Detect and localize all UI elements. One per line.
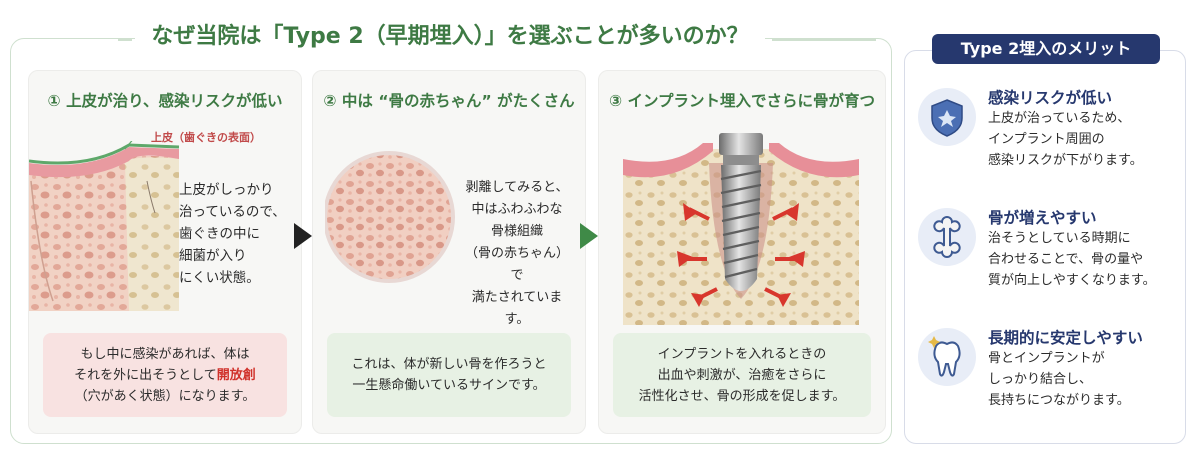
panel-3-note: インプラントを入れるときの 出血や刺激が、治癒をさらに 活性化させ、骨の形成を促… bbox=[613, 333, 871, 417]
desc-line: 上皮がしっかり bbox=[179, 182, 274, 198]
note-line: 出血や刺激が、治癒をさらに bbox=[657, 367, 827, 383]
merit-line: 質が向上しやすくなります。 bbox=[988, 273, 1156, 288]
merit-text: 骨とインプラントが しっかり結合し、 長持ちにつながります。 bbox=[988, 348, 1130, 411]
panel-1-note: もし中に感染があれば、体は それを外に出そうとして開放創 （穴があく状態）になり… bbox=[43, 333, 287, 417]
panel-epithelium: ① 上皮が治り、感染リスクが低い 上皮（歯ぐきの表面） 上皮がしっかり bbox=[28, 70, 302, 434]
merit-line: しっかり結合し、 bbox=[988, 372, 1093, 387]
desc-line: 満たされています。 bbox=[471, 290, 563, 327]
merit-head: 感染リスクが低い bbox=[988, 89, 1113, 107]
note-line: インプラントを入れるときの bbox=[657, 346, 827, 362]
merit-badge: Type 2埋入のメリット bbox=[932, 34, 1160, 64]
gum-bone-illustration bbox=[29, 141, 180, 311]
note-line: 活性化させ、骨の形成を促します。 bbox=[638, 388, 846, 404]
merit-line: 骨とインプラントが bbox=[988, 351, 1105, 366]
panel-bone-baby: ② 中は “骨の赤ちゃん” がたくさん 剥離してみると、 中はふわふわな 骨様組… bbox=[312, 70, 586, 434]
bone-icon bbox=[918, 208, 976, 266]
panel-1-title: ① 上皮が治り、感染リスクが低い bbox=[47, 92, 283, 110]
desc-line: 歯ぐきの中に bbox=[179, 226, 260, 242]
desc-line: にくい状態。 bbox=[179, 270, 260, 286]
merit-line: 長持ちにつながります。 bbox=[988, 393, 1130, 408]
title-rule-left bbox=[118, 39, 132, 41]
epithelium-label: 上皮（歯ぐきの表面） bbox=[151, 131, 261, 144]
panel-2-note: これは、体が新しい骨を作ろうと 一生懸命働いているサインです。 bbox=[327, 333, 571, 417]
main-title: なぜ当院は「Type 2（早期埋入）」を選ぶことが多いのか？ bbox=[135, 24, 765, 49]
shield-icon bbox=[918, 88, 976, 146]
tooth-icon bbox=[918, 328, 976, 386]
merit-item-infection: 感染リスクが低い 上皮が治っているため、 インプラント周囲の 感染リスクが下がり… bbox=[918, 86, 1182, 168]
desc-line: 剥離してみると、 bbox=[465, 180, 569, 195]
merit-head: 骨が増えやすい bbox=[988, 209, 1097, 227]
panel-1-desc: 上皮がしっかり 治っているので、 歯ぐきの中に 細菌が入り にくい状態。 bbox=[179, 179, 286, 289]
desc-line: 骨様組織 bbox=[490, 224, 543, 239]
desc-line: 中はふわふわな bbox=[471, 202, 563, 217]
note-line: もし中に感染があれば、体は bbox=[80, 346, 250, 362]
note-line: それを外に出そうとして bbox=[74, 367, 217, 383]
note-line: （穴があく状態）になります。 bbox=[74, 388, 256, 404]
merit-line: 合わせることで、骨の量や bbox=[988, 252, 1144, 267]
arrow-right-green-icon bbox=[580, 223, 598, 249]
note-line: これは、体が新しい骨を作ろうと bbox=[351, 357, 547, 372]
desc-line: 治っているので、 bbox=[179, 204, 286, 220]
desc-line: （骨の赤ちゃん）で bbox=[464, 246, 569, 283]
note-line: 一生懸命働いているサインです。 bbox=[352, 378, 546, 393]
open-wound-highlight: 開放創 bbox=[216, 367, 256, 383]
panel-3-title: ③ インプラント埋入でさらに骨が育つ bbox=[608, 92, 876, 110]
merit-text: 上皮が治っているため、 インプラント周囲の 感染リスクが下がります。 bbox=[988, 108, 1143, 171]
arrow-right-icon bbox=[294, 223, 312, 249]
merit-line: 感染リスクが下がります。 bbox=[988, 153, 1143, 168]
desc-line: 細菌が入り bbox=[179, 248, 247, 264]
panel-implant: ③ インプラント埋入でさらに骨が育つ bbox=[598, 70, 886, 434]
panel-2-desc: 剥離してみると、 中はふわふわな 骨様組織 （骨の赤ちゃん）で 満たされています… bbox=[463, 177, 571, 331]
merit-item-bone: 骨が増えやすい 治そうとしている時期に 合わせることで、骨の量や 質が向上しやす… bbox=[918, 206, 1182, 288]
merit-line: 治そうとしている時期に bbox=[988, 231, 1131, 246]
title-rule-right bbox=[772, 39, 876, 41]
magnified-bone-illustration bbox=[325, 151, 455, 283]
merit-line: 上皮が治っているため、 bbox=[988, 111, 1131, 126]
implant-illustration bbox=[623, 133, 859, 325]
merit-head: 長期的に安定しやすい bbox=[988, 329, 1143, 347]
merit-line: インプラント周囲の bbox=[988, 132, 1105, 147]
main-title-wrap: なぜ当院は「Type 2（早期埋入）」を選ぶことが多いのか？ bbox=[10, 18, 890, 50]
panel-2-title: ② 中は “骨の赤ちゃん” がたくさん bbox=[323, 92, 575, 110]
merit-item-stability: 長期的に安定しやすい 骨とインプラントが しっかり結合し、 長持ちにつながります… bbox=[918, 326, 1182, 408]
merit-text: 治そうとしている時期に 合わせることで、骨の量や 質が向上しやすくなります。 bbox=[988, 228, 1156, 291]
